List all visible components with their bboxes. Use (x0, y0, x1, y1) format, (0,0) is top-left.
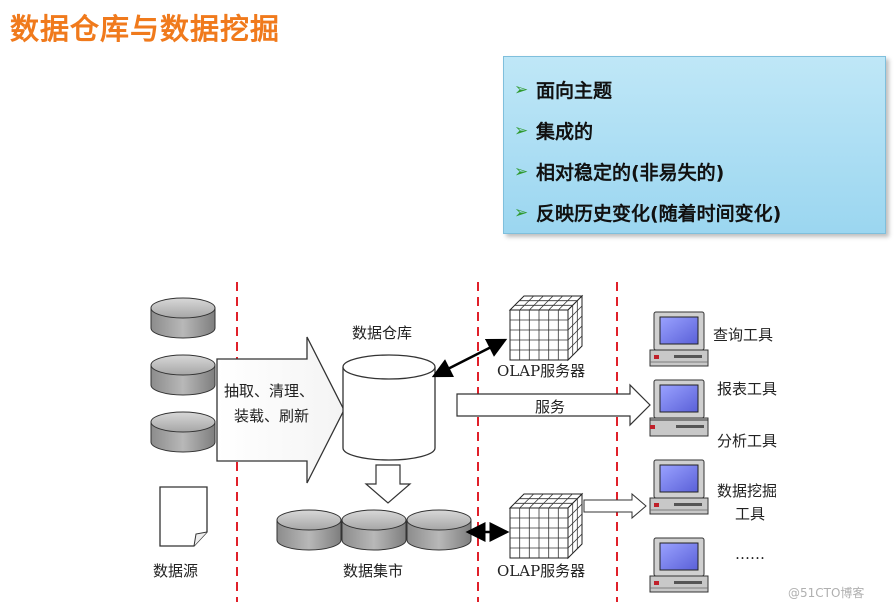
mining-tool-label-line2: 工具 (735, 505, 766, 523)
etl-label-line1: 抽取、清理、 (224, 382, 315, 400)
arrow-bullet-icon: ➢ (514, 202, 529, 223)
query-tool-label: 查询工具 (713, 326, 774, 344)
mart-disk-icon (341, 509, 407, 551)
feature-text: 相对稳定的(非易失的) (536, 162, 725, 184)
feature-text: 面向主题 (536, 80, 613, 102)
service-label: 服务 (535, 398, 566, 416)
source-disk-icon (150, 354, 216, 396)
arrow-bullet-icon: ➢ (514, 120, 529, 141)
arrow-bullet-icon: ➢ (514, 79, 529, 100)
data-mart-label: 数据集市 (343, 562, 404, 580)
feature-item-integrated: ➢ 集成的 (504, 110, 885, 151)
olap-cube-icon (509, 295, 583, 361)
feature-item-timevariant: ➢ 反映历史变化(随着时间变化) (504, 192, 885, 233)
watermark: @51CTO博客 (788, 586, 865, 600)
feature-item-nonvolatile: ➢ 相对稳定的(非易失的) (504, 151, 885, 192)
computer-icon (649, 459, 709, 515)
feature-text: 集成的 (536, 121, 594, 143)
olap-label-bottom: OLAP服务器 (497, 562, 586, 580)
mining-tool-label-line1: 数据挖掘 (717, 482, 778, 500)
analysis-tool-label: 分析工具 (717, 432, 778, 450)
etl-arrow (216, 336, 345, 484)
source-disk-icon (150, 297, 216, 339)
etl-label-line2: 装载、刷新 (234, 407, 310, 425)
data-source-label: 数据源 (153, 562, 199, 580)
down-arrow (364, 464, 412, 504)
page-title: 数据仓库与数据挖掘 (10, 12, 281, 46)
computer-icon (649, 537, 709, 593)
report-tool-label: 报表工具 (717, 380, 778, 398)
more-tools-label: …… (735, 545, 765, 563)
computer-icon (649, 419, 709, 437)
mart-disk-icon (406, 509, 472, 551)
warehouse-cylinder-icon (342, 354, 436, 461)
service-arrow (456, 383, 651, 427)
document-icon (159, 486, 208, 547)
warehouse-label: 数据仓库 (352, 324, 413, 342)
bidirectional-arrow (431, 338, 508, 378)
feature-text: 反映历史变化(随着时间变化) (536, 203, 782, 225)
feature-box: ➢ 面向主题 ➢ 集成的 ➢ 相对稳定的(非易失的) ➢ 反映历史变化(随着时间… (503, 56, 886, 234)
olap-cube-icon (509, 493, 583, 559)
mining-arrow (583, 492, 647, 520)
source-disk-icon (150, 411, 216, 453)
computer-icon (649, 311, 709, 367)
arrow-bullet-icon: ➢ (514, 161, 529, 182)
feature-item-subject: ➢ 面向主题 (504, 69, 885, 110)
mart-disk-icon (276, 509, 342, 551)
olap-label-top: OLAP服务器 (497, 362, 586, 380)
